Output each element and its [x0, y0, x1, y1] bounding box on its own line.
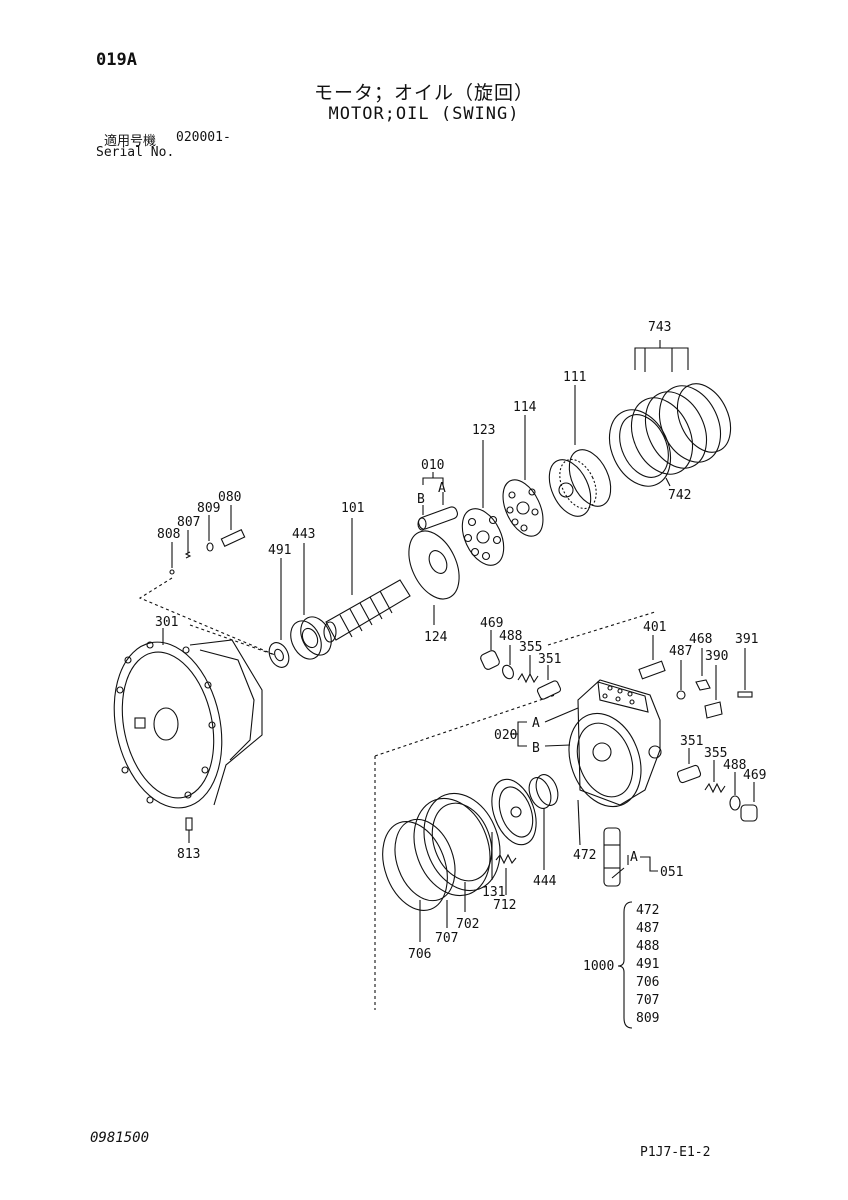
- callout-808: 808: [157, 527, 180, 542]
- callout-051-A: A: [630, 850, 638, 865]
- part-444-bearing: [528, 774, 559, 870]
- callout-labels: 743 111 114 123 010 A B 080 809 807 808 …: [155, 320, 766, 1026]
- callout-355-upper: 355: [519, 640, 542, 655]
- callout-807: 807: [177, 515, 200, 530]
- callout-813: 813: [177, 847, 200, 862]
- part-111-cylinder-block: [548, 385, 612, 517]
- kit-item: 472: [636, 903, 659, 918]
- kit-number: 1000: [583, 959, 614, 974]
- callout-468: 468: [689, 632, 712, 647]
- kit-item: 491: [636, 957, 659, 972]
- callout-051: 051: [660, 865, 683, 880]
- kit-item: 487: [636, 921, 659, 936]
- part-010-piston-assembly: [417, 472, 458, 531]
- part-301-housing: [113, 624, 276, 843]
- part-743-seal-rings: [608, 340, 732, 487]
- part-707-o-ring: [394, 818, 456, 928]
- callout-809: 809: [197, 501, 220, 516]
- callout-702: 702: [456, 917, 479, 932]
- callout-020-A: A: [532, 716, 540, 731]
- callout-472: 472: [573, 848, 596, 863]
- kit-item: 809: [636, 1011, 659, 1026]
- callout-355-lower: 355: [704, 746, 727, 761]
- callout-487: 487: [669, 644, 692, 659]
- part-131-valve-plate: [491, 778, 537, 880]
- callout-469-lower: 469: [743, 768, 766, 783]
- part-080-plug-group: [138, 505, 276, 656]
- part-124-thrust-plate: [408, 530, 460, 625]
- part-051-valve-assembly: [603, 827, 658, 887]
- kit-item: 706: [636, 975, 659, 990]
- parts-cover-bolts-group: [638, 635, 753, 719]
- callout-491: 491: [268, 543, 291, 558]
- callout-080: 080: [218, 490, 241, 505]
- callout-391: 391: [735, 632, 758, 647]
- page-title-english: MOTOR;OIL (SWING): [328, 104, 520, 124]
- part-114-retainer-plate: [502, 415, 544, 537]
- part-706-o-ring: [382, 821, 448, 942]
- parts-relief-valve-upper: [480, 630, 562, 700]
- callout-712: 712: [493, 898, 516, 913]
- callout-010-A: A: [438, 481, 446, 496]
- kit-item: 707: [636, 993, 659, 1008]
- callout-131: 131: [482, 885, 505, 900]
- part-443-bearing: [290, 543, 332, 660]
- callout-123: 123: [472, 423, 495, 438]
- callout-351-upper: 351: [538, 652, 561, 667]
- callout-114: 114: [513, 400, 537, 415]
- document-number: 0981500: [90, 1130, 150, 1146]
- part-020-valve-plate-assembly: [374, 611, 662, 1010]
- callout-469-upper: 469: [480, 616, 503, 631]
- part-702-brake-piston: [413, 792, 501, 912]
- callout-488-upper: 488: [499, 629, 522, 644]
- part-491-oil-seal: [268, 558, 290, 668]
- callout-742: 742: [668, 488, 691, 503]
- callout-743: 743: [648, 320, 671, 335]
- callout-124: 124: [424, 630, 448, 645]
- callout-020: 020: [494, 728, 517, 743]
- part-101-shaft: [323, 518, 411, 643]
- page-code: 019A: [96, 50, 137, 70]
- serial-number-value: 020001-: [176, 130, 231, 145]
- callout-444: 444: [533, 874, 557, 889]
- page-title-japanese: モータ；オイル（旋回）: [313, 82, 534, 104]
- callout-010-B: B: [417, 492, 425, 507]
- callout-706: 706: [408, 947, 431, 962]
- callout-010: 010: [421, 458, 444, 473]
- sheet-reference: P1J7-E1-2: [640, 1145, 711, 1160]
- callout-390: 390: [705, 649, 728, 664]
- parts-relief-valve-lower: [676, 748, 758, 822]
- callout-020-B: B: [532, 741, 540, 756]
- callout-111: 111: [563, 370, 586, 385]
- callout-443: 443: [292, 527, 315, 542]
- part-123-shoe-plate: [461, 440, 505, 566]
- callout-488-lower: 488: [723, 758, 746, 773]
- kit-1000-bracket: [617, 901, 633, 1029]
- callout-401: 401: [643, 620, 666, 635]
- kit-item: 488: [636, 939, 659, 954]
- callout-707: 707: [435, 931, 458, 946]
- serial-label-english: Serial No.: [96, 145, 175, 160]
- serial-label-japanese: 適用号機: [104, 134, 157, 149]
- callout-301: 301: [155, 615, 178, 630]
- callout-101: 101: [341, 501, 364, 516]
- callout-351-lower: 351: [680, 734, 703, 749]
